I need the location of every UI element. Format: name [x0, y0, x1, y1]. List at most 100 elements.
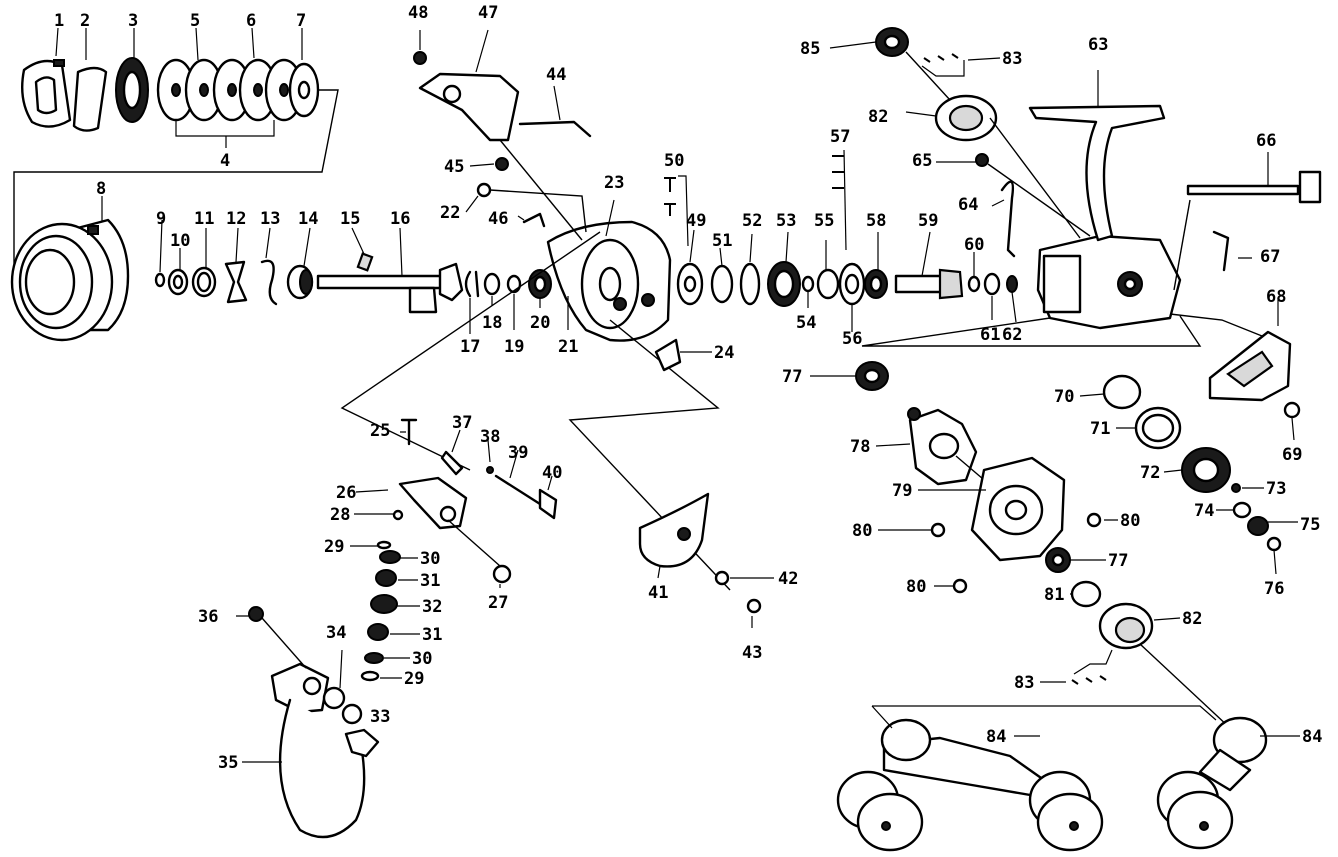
gear-72	[1181, 447, 1231, 493]
label-1: 1	[54, 11, 64, 31]
screws-57	[832, 155, 844, 189]
bearing-14	[286, 264, 314, 300]
label-15: 15	[340, 209, 360, 229]
label-64: 64	[958, 195, 978, 215]
label-10: 10	[170, 231, 190, 251]
plate-56	[838, 262, 866, 306]
label-85: 85	[800, 39, 820, 59]
cover-24	[654, 338, 682, 372]
bail-arm-47	[418, 72, 520, 142]
screw-25	[400, 418, 418, 446]
screw-22	[476, 182, 492, 198]
gear-housing-79	[970, 456, 1066, 562]
label-69: 69	[1282, 445, 1302, 465]
label-51: 51	[712, 231, 732, 251]
label-77-bottom: 77	[1108, 551, 1128, 571]
washer-60	[967, 275, 981, 293]
nut-45	[495, 157, 509, 171]
label-39: 39	[508, 443, 528, 463]
label-75: 75	[1300, 515, 1320, 535]
label-50: 50	[664, 151, 684, 171]
label-56: 56	[842, 329, 862, 349]
label-82-bottom: 82	[1182, 609, 1202, 629]
label-83-bottom: 83	[1014, 673, 1034, 693]
spring-46	[522, 212, 546, 228]
washer-54	[801, 275, 815, 293]
reel-body	[1036, 234, 1182, 330]
screw-80a	[930, 522, 946, 538]
label-83-top: 83	[1002, 49, 1022, 69]
part-labels: 1 2 3 5 6 7 4 8 9 10 11 12 13 14 15 16 1…	[54, 3, 1322, 773]
label-67: 67	[1260, 247, 1280, 267]
label-35: 35	[218, 753, 238, 773]
pin-38	[486, 466, 494, 474]
bail-holder-41	[638, 492, 710, 568]
crank-shaft-66	[1186, 170, 1322, 204]
label-45: 45	[444, 157, 464, 177]
screw-80c	[952, 578, 968, 594]
bearing-61	[983, 272, 1001, 296]
screw-76	[1266, 536, 1282, 552]
label-72: 72	[1140, 463, 1160, 483]
label-34: 34	[326, 623, 346, 643]
reel-foot-63	[1028, 104, 1166, 242]
screws-50	[664, 177, 676, 216]
drag-knob-spring	[72, 66, 108, 132]
drag-washer-set	[156, 58, 320, 122]
label-65: 65	[912, 151, 932, 171]
label-3: 3	[128, 11, 138, 31]
bearing-cap-82-top	[934, 94, 998, 142]
label-84-left: 84	[986, 727, 1006, 747]
label-79: 79	[892, 481, 912, 501]
drive-gear-78	[907, 407, 978, 486]
screw-36	[248, 606, 264, 622]
bearing-75	[1247, 516, 1269, 536]
screws-83-top	[923, 53, 959, 63]
cap-34	[322, 686, 346, 710]
label-8: 8	[96, 179, 106, 199]
pin-73	[1231, 483, 1241, 493]
bearing-10	[167, 268, 189, 296]
label-66: 66	[1256, 131, 1276, 151]
side-cover-68	[1208, 330, 1292, 402]
label-20: 20	[530, 313, 550, 333]
nut-65	[975, 153, 989, 167]
label-21: 21	[558, 337, 578, 357]
label-54: 54	[796, 313, 816, 333]
label-74: 74	[1194, 501, 1214, 521]
label-2: 2	[80, 11, 90, 31]
collar-31a	[375, 569, 397, 587]
drag-knob	[21, 59, 72, 128]
label-71: 71	[1090, 419, 1110, 439]
label-19: 19	[504, 337, 524, 357]
plate-49	[676, 262, 704, 306]
label-49: 49	[686, 211, 706, 231]
label-24: 24	[714, 343, 734, 363]
label-4: 4	[220, 151, 230, 171]
label-47: 47	[478, 3, 498, 23]
label-28: 28	[330, 505, 350, 525]
main-shaft	[316, 252, 464, 314]
washer-29a	[376, 540, 392, 550]
bail-wire-44	[518, 120, 592, 138]
bearing-58	[864, 269, 888, 299]
label-70: 70	[1054, 387, 1074, 407]
pinion-gear-59	[894, 268, 964, 300]
label-31a: 31	[420, 571, 440, 591]
spring-13	[260, 259, 278, 306]
label-55: 55	[814, 211, 834, 231]
label-48: 48	[408, 3, 428, 23]
bearing-30a	[379, 550, 401, 564]
label-46: 46	[488, 209, 508, 229]
ring-81	[1070, 580, 1102, 608]
screw-43	[746, 598, 762, 614]
label-32: 32	[422, 597, 442, 617]
bearing-77-bottom	[1045, 547, 1071, 573]
label-37: 37	[452, 413, 472, 433]
label-7: 7	[296, 11, 306, 31]
bearing-85	[875, 27, 909, 57]
label-6: 6	[246, 11, 256, 31]
washer-11	[191, 266, 217, 298]
screws-83-bottom	[1071, 675, 1107, 685]
label-42: 42	[778, 569, 798, 589]
